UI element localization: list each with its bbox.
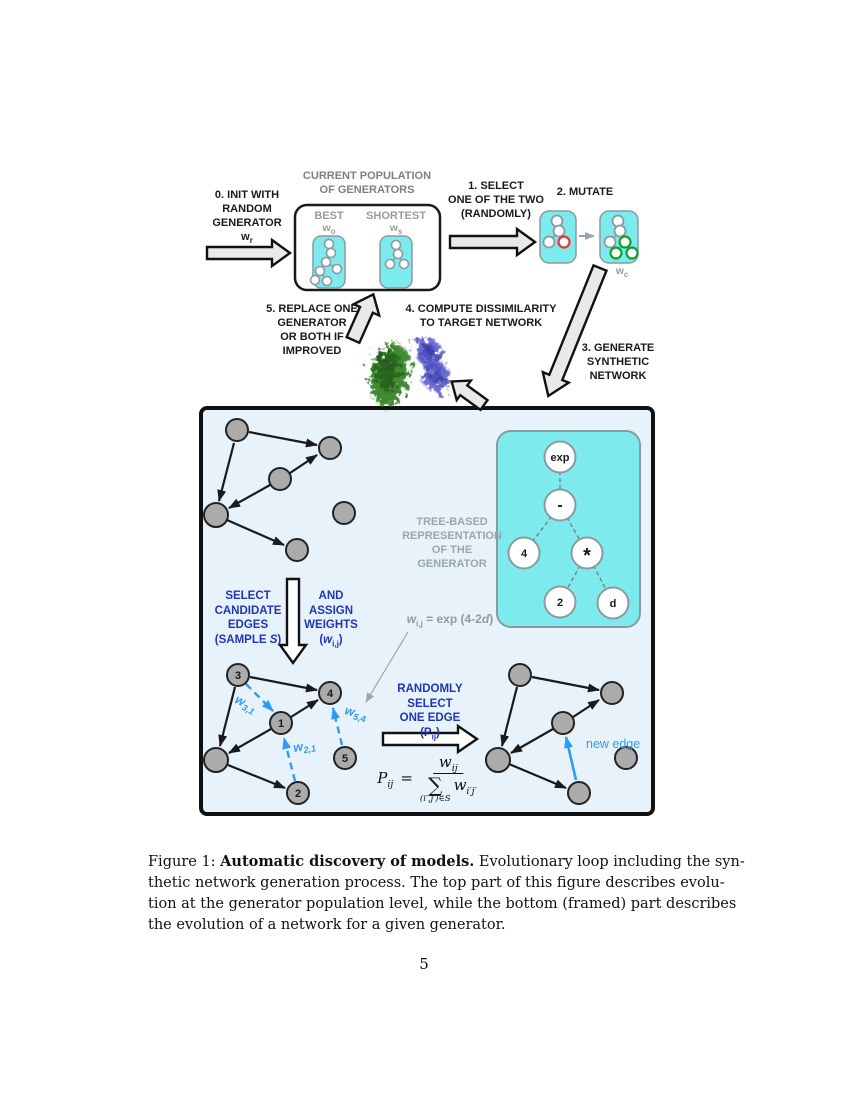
target-network-blob: [415, 338, 451, 392]
generate-arrow: [541, 263, 609, 398]
mutation-point-node: [557, 235, 571, 249]
candidate-edges-arrow: [277, 577, 309, 666]
synthetic-network-blob: [370, 343, 410, 407]
shortest-tree-nodes: [384, 239, 410, 270]
shortest-generator-chip: [379, 235, 413, 289]
replace-arrow: [345, 292, 382, 345]
mutated-node: [625, 246, 639, 260]
tree-node-four: 4: [521, 548, 528, 560]
child-symbol: wc: [615, 265, 629, 280]
frame-arrows: [277, 577, 480, 755]
step5-label: 5. REPLACE ONE GENERATOR OR BOTH IF IMPR…: [266, 303, 358, 357]
tree-node-exp: exp: [551, 452, 570, 464]
mutated-node: [618, 235, 632, 249]
step3-label: 3. GENERATE SYNTHETIC NETWORK: [581, 342, 655, 382]
select-arrow: [448, 226, 538, 258]
best-tree-nodes: [309, 238, 343, 287]
edge-weight-w21: w2,1: [292, 737, 317, 757]
mutated-node: [609, 246, 623, 260]
node-1: 1: [278, 718, 284, 730]
step4-label: 4. COMPUTE DISSIMILARITY TO TARGET NETWO…: [405, 303, 557, 329]
weight-rule-pointer: [365, 631, 409, 703]
tree-node-times: *: [583, 545, 591, 567]
new-edge-label: new edge: [586, 737, 640, 751]
step1-label: 1. SELECT ONE OF THE TWO (RANDOMLY): [448, 180, 544, 220]
best-symbol: wo: [322, 222, 336, 237]
tree-node-d: d: [610, 598, 617, 610]
weight-rule-label: wi,j = exp (4-2d): [406, 612, 494, 629]
shortest-label: SHORTEST: [366, 210, 426, 222]
shortest-symbol: ws: [389, 222, 403, 237]
candidate-edges: [245, 683, 344, 782]
mutate-child-chip: [599, 210, 639, 264]
assign-weights-label: AND ASSIGN WEIGHTS (wi,j): [304, 590, 358, 649]
network-initial: [203, 418, 356, 562]
step2-label: 2. MUTATE: [556, 186, 614, 198]
population-box: [293, 203, 442, 292]
tree-node-two: 2: [557, 597, 563, 609]
node-2: 2: [295, 788, 301, 800]
select-edge-arrow: [381, 723, 480, 755]
figure-caption: Figure 1: Automatic discovery of models.…: [148, 853, 745, 934]
tree-node-minus: -: [557, 497, 562, 514]
page-number: 5: [419, 955, 429, 973]
select-candidate-label: SELECT CANDIDATE EDGES (SAMPLE S): [214, 590, 282, 646]
network-candidates: 3 4 1 5 2 w3,1 w2,1 w5,4: [203, 663, 368, 805]
init-arrow: [205, 237, 293, 269]
node-4: 4: [327, 688, 334, 700]
generator-tree-box: exp - 4 * 2 d: [496, 430, 641, 628]
flow-arrows: [205, 226, 609, 412]
best-label: BEST: [314, 210, 344, 222]
step0-label: 0. INIT WITH RANDOM GENERATOR wr: [212, 189, 282, 246]
edge-weight-w54: w5,4: [343, 703, 368, 724]
population-title: CURRENT POPULATION OF GENERATORS: [302, 170, 432, 196]
dissimilarity-arrow: [450, 379, 490, 412]
mutate-parent-chip: [539, 210, 577, 264]
probability-formula: Pij = wij ∑ (i′,j′)∈S wi′j′: [377, 753, 477, 804]
tree-representation-label: TREE-BASED REPRESENTATION OF THE GENERAT…: [402, 516, 502, 570]
randomly-select-label: RANDOMLY SELECT ONE EDGE (Pij): [397, 683, 463, 742]
new-edge: [564, 736, 578, 781]
network-result: new edge: [485, 663, 640, 805]
tree-nodes: [507, 440, 630, 620]
node-5: 5: [342, 753, 348, 765]
node-3: 3: [235, 670, 241, 682]
